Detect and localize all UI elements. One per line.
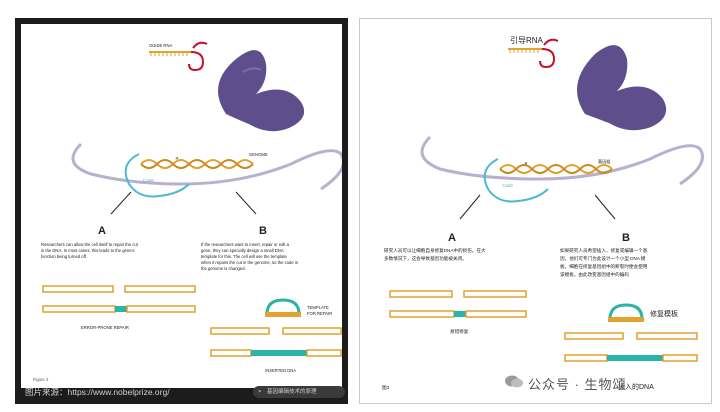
cut-mark-cn: ✕ (524, 161, 528, 166)
error-prone-repair-label-cn: 易错修复 (450, 328, 469, 335)
genome-label-cn: 基因组 (598, 158, 611, 165)
cut-mark: ✕ (175, 156, 179, 161)
figure-label: Figure 3 (33, 377, 49, 382)
inserted-dna-label: INSERTED DNA (265, 368, 296, 373)
search-pill-text: 基因编辑技术的原理 (267, 389, 317, 395)
option-a-text-cn-line-2: 多数情况下，这会导致基因功能被关闭。 (384, 255, 467, 262)
option-a-label: A (98, 225, 106, 237)
option-b-text-cn-line-3: 板。细胞在修复基因组中的断裂时便会使用 (560, 263, 648, 270)
guide-rna-label: GUIDE RNA (149, 43, 172, 48)
arrow-to-a-cn (459, 194, 481, 220)
search-pill[interactable]: ⌕ 基因编辑技术的原理 (253, 386, 345, 398)
error-prone-repair-label: ERROR-PRONE REPAIR (81, 325, 129, 330)
template-label-line-1: TEMPLATE (307, 305, 329, 310)
cut-dna-strands-cn (389, 290, 527, 318)
right-diagram: 引导RNA 基因组 ✕ Cas9 A B 研究人员可以让细胞自身修复DNA中的损… (382, 36, 704, 391)
option-b-text-cn-line-1: 如果研究人员希望插入、修复或编辑一个基 (560, 247, 648, 254)
caption-bar (21, 388, 342, 398)
option-a-text-line-1: Researchers can allow the cell itself to… (41, 242, 139, 247)
figure-label-cn: 图3 (382, 385, 390, 391)
option-a-text-line-2: in the DNA. In most cases, this leads to… (41, 248, 134, 253)
guide-rna-strand-cn (508, 38, 559, 69)
left-diagram: GUIDE RNA GENOME ✕ Cas9 (33, 41, 342, 382)
option-b-text-cn-line-2: 因，他们可专门为此设计一个小型 DNA 模 (560, 255, 646, 262)
watermark-text: 公众号 · 生物颂 (528, 377, 627, 392)
option-a-label-cn: A (448, 232, 456, 244)
cas9-enzyme-cn (483, 158, 549, 203)
option-a-text-line-3: function being turned off. (41, 254, 87, 259)
template-label-line-2: FOR REPAIR (307, 311, 332, 316)
cas9-label: Cas9 (143, 178, 154, 183)
chromosome-shape-cn (577, 45, 667, 131)
option-b-text-line-3: template for this. The cell will use the… (201, 254, 287, 259)
image-source-text: 图片来源：https://www.nobelprize.org/ (25, 387, 170, 397)
genome-arc-cn (420, 135, 704, 186)
cas9-enzyme (124, 153, 190, 198)
template-label-cn: 修复模板 (650, 309, 678, 318)
cut-dna-strands (42, 285, 196, 313)
genome-arc (71, 142, 342, 191)
inserted-dna-label-cn: 插入的DNA (618, 382, 654, 391)
option-a-text-cn-line-1: 研究人员可以让细胞自身修复DNA中的损伤。在大 (384, 247, 486, 254)
guide-rna-label-cn: 引导RNA (510, 36, 544, 45)
arrow-to-b (235, 191, 257, 215)
arrow-to-a (110, 191, 132, 215)
option-b-text-cn-line-4: 该模板，由此改变基因组中的编码 (560, 271, 629, 278)
option-b-text-line-1: If the researchers want to insert, repai… (201, 242, 290, 247)
search-icon: ⌕ (258, 388, 262, 395)
arrow-to-b-cn (594, 194, 616, 220)
left-figure-panel: GUIDE RNA GENOME ✕ Cas9 (15, 18, 348, 404)
option-b-text-line-5: the genome is changed. (201, 266, 246, 271)
genome-dna-helix-cn (499, 164, 613, 174)
repair-template (265, 298, 301, 317)
b-cut-strands-cn (564, 332, 698, 362)
cas9-label-cn: Cas9 (502, 183, 513, 188)
repair-template-cn (608, 303, 644, 322)
guide-rna-strand (149, 41, 208, 72)
genome-label: GENOME (249, 152, 268, 157)
chromosome-shape (218, 50, 305, 132)
option-b-label-cn: B (622, 232, 630, 244)
left-figure-canvas: GUIDE RNA GENOME ✕ Cas9 (21, 24, 342, 394)
option-b-text-line-4: when it repairs the cut in the genome, s… (201, 260, 299, 265)
option-b-text-line-2: gene, they can specially design a small … (201, 248, 284, 253)
option-b-label: B (259, 225, 267, 237)
genome-dna-helix (140, 159, 254, 169)
right-figure-panel: 引导RNA 基因组 ✕ Cas9 A B 研究人员可以让细胞自身修复DNA中的损… (359, 18, 712, 404)
wechat-icon (505, 375, 523, 388)
b-cut-strands (210, 327, 342, 357)
